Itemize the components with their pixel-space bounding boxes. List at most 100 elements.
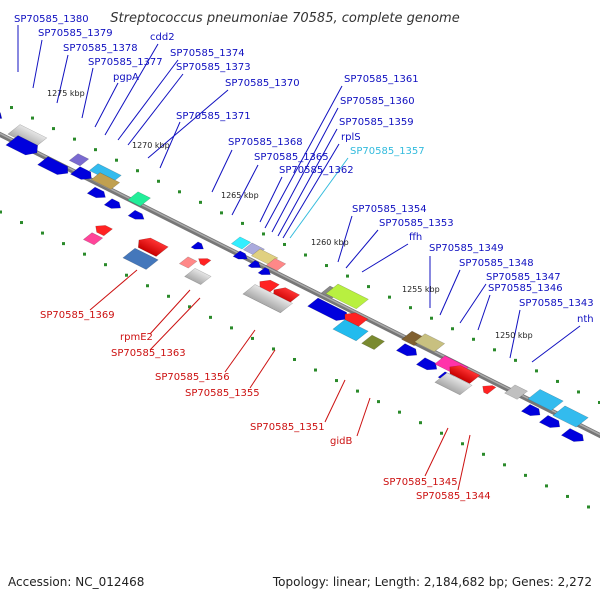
gene-feature [307, 297, 348, 321]
leader-line [282, 143, 340, 239]
gene-label[interactable]: SP70585_1345 [383, 477, 458, 488]
leader-line [324, 379, 346, 423]
gene-label[interactable]: SP70585_1365 [254, 152, 329, 163]
gene-feature-shape [86, 186, 106, 199]
gene-label[interactable]: SP70585_1369 [40, 310, 115, 321]
scale-dot [545, 484, 548, 488]
gene-label[interactable]: SP70585_1348 [459, 258, 534, 269]
scale-dot [451, 327, 454, 331]
leader-line [147, 89, 229, 159]
scale-dot [272, 347, 275, 351]
gene-label[interactable]: SP70585_1361 [344, 74, 419, 85]
gene-label[interactable]: SP70585_1360 [340, 96, 415, 107]
gene-feature-shape [538, 415, 561, 428]
gene-label[interactable]: SP70585_1354 [352, 204, 427, 215]
scale-dot [335, 379, 338, 383]
gene-feature-shape [265, 258, 287, 271]
leader-line [289, 157, 349, 239]
scale-dot [199, 200, 202, 204]
gene-label[interactable]: SP70585_1344 [416, 491, 491, 502]
scale-dots [0, 106, 600, 509]
gene-feature [449, 365, 481, 384]
gene-label[interactable]: ffh [409, 232, 422, 243]
gene-feature-shape [230, 236, 252, 250]
gene-label[interactable]: SP70585_1356 [155, 372, 230, 383]
gene-label[interactable]: rpmE2 [120, 332, 153, 343]
gene-label[interactable]: SP70585_1349 [429, 243, 504, 254]
gene-feature [37, 156, 69, 175]
gene-label[interactable]: SP70585_1377 [88, 57, 163, 68]
leader-line [361, 243, 409, 273]
gene-feature-shape [395, 343, 418, 357]
gene-label[interactable]: SP70585_1380 [14, 14, 89, 25]
gene-feature-shape [434, 372, 473, 396]
gene-label[interactable]: SP70585_1353 [379, 218, 454, 229]
gene-label[interactable]: SP70585_1359 [339, 117, 414, 128]
leader-line [211, 149, 233, 193]
forward-gene-labels: SP70585_1380 SP70585_1379 SP70585_1378 S… [14, 14, 594, 325]
gene-feature [190, 241, 204, 250]
leader-line [264, 85, 343, 229]
scale-label: 1275 kbp [47, 89, 85, 98]
gene-label[interactable]: SP70585_1343 [519, 298, 594, 309]
gene-feature-shape [103, 198, 121, 209]
gene-feature [68, 153, 90, 167]
gene-feature-shape [257, 267, 271, 275]
gene-label[interactable]: pgpA [113, 72, 139, 83]
leader-line [159, 121, 181, 169]
scale-dot [167, 294, 170, 298]
gene-feature [95, 225, 113, 237]
gene-feature [552, 405, 589, 428]
gene-label[interactable]: cdd2 [150, 32, 175, 43]
gene-label-highlight[interactable]: SP70585_1357 [350, 146, 425, 157]
genome-backbone [0, 131, 600, 439]
scale-label: 1260 kbp [311, 238, 349, 247]
leader-line [104, 43, 159, 136]
gene-label[interactable]: SP70585_1373 [176, 62, 251, 73]
gene-label[interactable]: gidB [330, 436, 352, 447]
scale-dot [388, 295, 391, 299]
gene-label[interactable]: SP70585_1371 [176, 111, 251, 122]
leader-line [439, 269, 461, 316]
gene-label[interactable]: SP70585_1362 [279, 165, 354, 176]
gene-feature [103, 198, 121, 209]
gene-feature [232, 250, 248, 260]
scale-dot [346, 274, 349, 278]
gene-label[interactable]: SP70585_1374 [170, 48, 245, 59]
gene-feature-shape [307, 297, 348, 321]
scale-label: 1250 kbp [495, 331, 533, 340]
gene-label[interactable]: SP70585_1368 [228, 137, 303, 148]
scale-dot [556, 379, 559, 383]
gene-label[interactable]: SP70585_1347 [486, 272, 561, 283]
gene-feature-shape [232, 250, 248, 260]
scale-dot [419, 421, 422, 425]
gene-label[interactable]: SP70585_1379 [38, 28, 113, 39]
scale-dot [598, 400, 600, 404]
gene-feature-shape [198, 258, 212, 267]
gene-label[interactable]: SP70585_1378 [63, 43, 138, 54]
gene-feature [415, 357, 438, 371]
gene-feature-shape [325, 283, 369, 310]
gene-feature-shape [361, 334, 385, 350]
gene-label[interactable]: SP70585_1370 [225, 78, 300, 89]
scale-dot [535, 369, 538, 373]
gene-feature [504, 384, 528, 400]
scale-dot [0, 210, 2, 214]
scale-dot [409, 306, 412, 310]
gene-label[interactable]: rplS [341, 132, 361, 143]
scale-dot [367, 285, 370, 289]
gene-label[interactable]: SP70585_1363 [111, 348, 186, 359]
gene-label[interactable]: SP70585_1351 [250, 422, 325, 433]
gene-label[interactable]: nth [577, 314, 594, 325]
scale-dot [146, 284, 149, 288]
scale-label: 1265 kbp [221, 191, 259, 200]
scale-dot [356, 389, 359, 393]
scale-dot [283, 242, 286, 246]
gene-feature-shape [90, 172, 121, 190]
gene-label[interactable]: SP70585_1346 [488, 283, 563, 294]
scale-dot [157, 179, 160, 183]
scale-dot [115, 158, 118, 162]
scale-dot [241, 221, 244, 225]
scale-dot [73, 137, 76, 141]
gene-label[interactable]: SP70585_1355 [185, 388, 260, 399]
